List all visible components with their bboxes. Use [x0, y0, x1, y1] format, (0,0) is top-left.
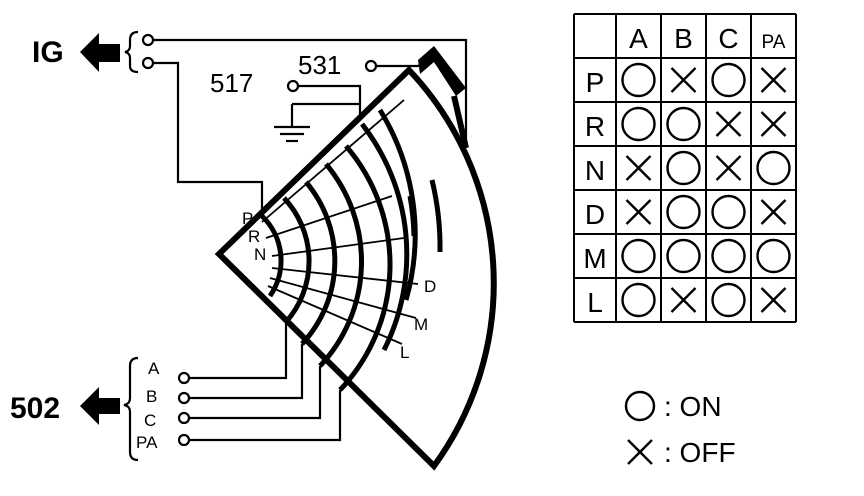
- on-symbol-icon: [621, 282, 656, 318]
- on-symbol-icon: [621, 62, 656, 98]
- off-symbol-icon: [760, 287, 787, 313]
- table-row-label: R: [585, 111, 605, 142]
- legend: : ON : OFF: [624, 390, 736, 468]
- pos-r-label: R: [248, 227, 260, 246]
- pos-d-label: D: [424, 277, 436, 296]
- on-symbol-icon: [756, 150, 791, 186]
- t502-label: 502: [10, 392, 60, 425]
- contact-arc-4: [318, 162, 364, 368]
- ig-wire-1: [153, 38, 468, 142]
- contact-arc-5: [338, 144, 393, 392]
- terminal-pa: [177, 433, 191, 447]
- t531-contact: [418, 46, 466, 96]
- on-symbol-icon: [711, 194, 746, 230]
- on-symbol-icon: [666, 194, 701, 230]
- ig-arrow-icon: [80, 33, 120, 72]
- table-row-label: P: [586, 67, 605, 98]
- wire-a: [190, 322, 288, 380]
- off-symbol-icon: [670, 287, 697, 313]
- on-symbol-icon: [666, 106, 701, 142]
- out-pa-label: PA: [136, 433, 158, 452]
- out-b-label: B: [146, 387, 157, 406]
- off-symbol-icon: [715, 111, 742, 137]
- off-symbol-icon: [760, 199, 787, 225]
- ray-r: [265, 195, 393, 239]
- ray-p: [261, 99, 405, 223]
- contact-arc-3: [300, 180, 338, 346]
- table-column-header: B: [674, 23, 693, 54]
- terminal-b: [177, 391, 191, 405]
- ig-terminal-2: [141, 56, 155, 70]
- ig-terminal-1: [141, 33, 155, 47]
- terminal-c: [177, 411, 191, 425]
- t517-label: 517: [210, 68, 253, 98]
- out-a-label: A: [148, 359, 160, 378]
- contact-arc-8: [407, 195, 417, 237]
- table-column-header: C: [718, 23, 738, 54]
- contact-arc-9: [429, 179, 443, 253]
- on-symbol-icon: [711, 62, 746, 98]
- t502-brace: [123, 356, 139, 462]
- ig-label: IG: [32, 36, 64, 69]
- terminal-a: [177, 371, 191, 385]
- pos-p-label: P: [242, 209, 253, 228]
- t517-terminal: [286, 79, 300, 93]
- on-symbol-icon: [756, 238, 791, 274]
- pos-l-label: L: [400, 343, 409, 362]
- ig-brace: [124, 30, 139, 74]
- ray-d: [271, 267, 419, 285]
- t502-arrow-icon: [80, 387, 120, 425]
- on-symbol-icon: [621, 238, 656, 274]
- off-symbol-icon: [625, 155, 652, 181]
- contact-arc-2: [282, 196, 312, 324]
- legend-on-icon: [624, 390, 656, 422]
- off-symbol-icon: [715, 155, 742, 181]
- wire-pa: [190, 390, 342, 442]
- ray-l: [267, 285, 403, 345]
- off-symbol-icon: [760, 67, 787, 93]
- table-column-header: PA: [762, 32, 786, 53]
- wire-b: [190, 344, 304, 400]
- on-symbol-icon: [711, 238, 746, 274]
- table-row-label: D: [585, 199, 605, 230]
- on-symbol-icon: [666, 238, 701, 274]
- pos-m-label: M: [414, 315, 428, 334]
- contact-arc-6: [360, 122, 410, 352]
- ray-n: [271, 237, 405, 257]
- switch-diagram: IG 531 517: [10, 30, 497, 471]
- table-row-label: M: [583, 243, 606, 274]
- ray-m: [269, 277, 417, 319]
- off-symbol-icon: [760, 111, 787, 137]
- pos-n-label: N: [254, 245, 266, 264]
- off-symbol-icon: [625, 199, 652, 225]
- legend-on-label: : ON: [664, 391, 722, 422]
- t531-terminal: [364, 59, 378, 73]
- wire-c: [190, 366, 322, 420]
- selector-switch-body: [214, 65, 497, 471]
- out-c-label: C: [144, 411, 156, 430]
- table-row-label: N: [585, 155, 605, 186]
- t531-blade: [451, 95, 469, 149]
- ig-wire-2: [153, 61, 264, 210]
- t517-wire: [298, 84, 362, 118]
- table-column-header: A: [629, 23, 648, 54]
- on-symbol-icon: [621, 106, 656, 142]
- on-symbol-icon: [711, 282, 746, 318]
- legend-off-icon: [627, 439, 653, 465]
- legend-off-label: : OFF: [664, 437, 736, 468]
- off-symbol-icon: [670, 67, 697, 93]
- t531-label: 531: [298, 50, 341, 80]
- on-symbol-icon: [666, 150, 701, 186]
- table-row-label: L: [587, 287, 603, 318]
